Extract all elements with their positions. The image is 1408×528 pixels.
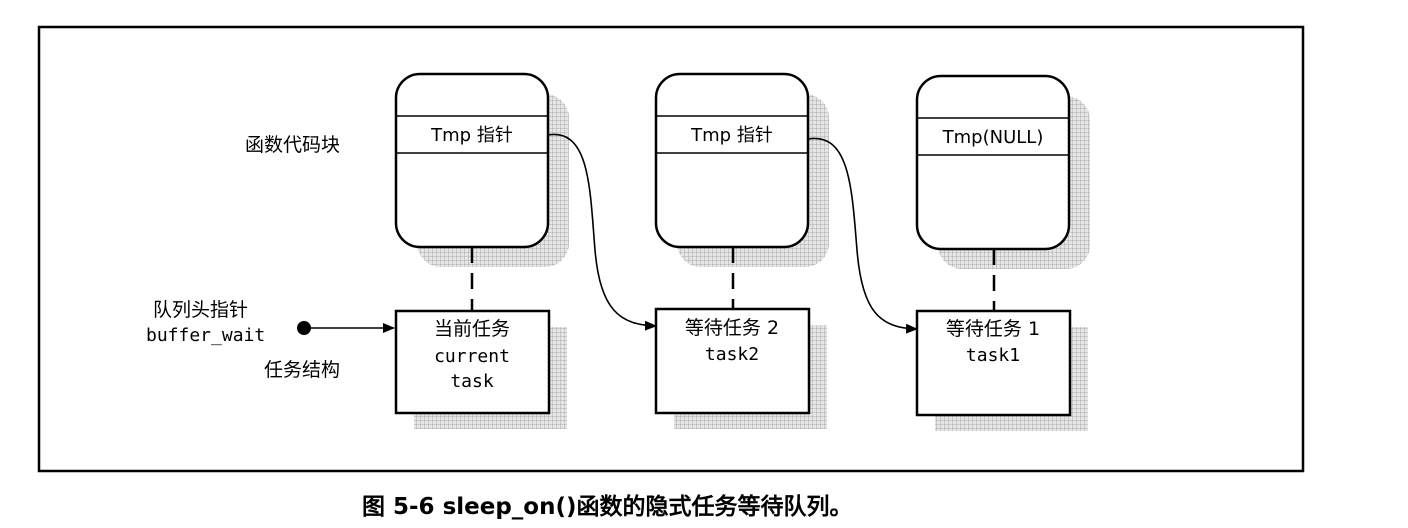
task-box-3: 等待任务 1 task1 — [915, 309, 1088, 431]
task-box-2: 等待任务 2 task2 — [654, 307, 827, 429]
figure-caption: 图 5-6 sleep_on()函数的隐式任务等待队列。 — [362, 493, 853, 520]
diagram-frame — [37, 25, 1305, 473]
task-3-name: task1 — [966, 345, 1020, 366]
tmp-pointer-arrow-1 — [547, 133, 657, 331]
tmp-field-3: Tmp(NULL) — [942, 127, 1044, 148]
code-block-1: Tmp 指针 — [394, 72, 569, 267]
tmp-pointer-arrow-2 — [807, 137, 918, 334]
task-box — [915, 309, 1072, 417]
task-1-type: task — [450, 371, 494, 392]
task-1-name: current — [434, 346, 510, 367]
queue-head-label: 队列头指针 — [153, 299, 248, 321]
code-block-box — [915, 74, 1071, 251]
task-2-name: task2 — [705, 344, 759, 365]
queue-var-label: buffer_wait — [146, 325, 265, 346]
task-2-title: 等待任务 2 — [685, 317, 779, 339]
task-box-1: 当前任务 current task — [394, 309, 567, 429]
tmp-field-1: Tmp 指针 — [430, 125, 513, 146]
code-block-box — [654, 72, 810, 249]
code-block-box — [394, 72, 550, 249]
task-box — [654, 307, 811, 415]
code-block-3: Tmp(NULL) — [915, 74, 1090, 269]
task-1-title: 当前任务 — [434, 318, 510, 340]
queue-head-dot — [297, 321, 311, 335]
tmp-field-2: Tmp 指针 — [690, 125, 773, 146]
task-struct-label: 任务结构 — [264, 359, 340, 381]
task-box — [394, 309, 551, 415]
task-3-title: 等待任务 1 — [946, 318, 1040, 340]
code-block-label: 函数代码块 — [245, 134, 340, 156]
code-block-2: Tmp 指针 — [654, 72, 829, 267]
